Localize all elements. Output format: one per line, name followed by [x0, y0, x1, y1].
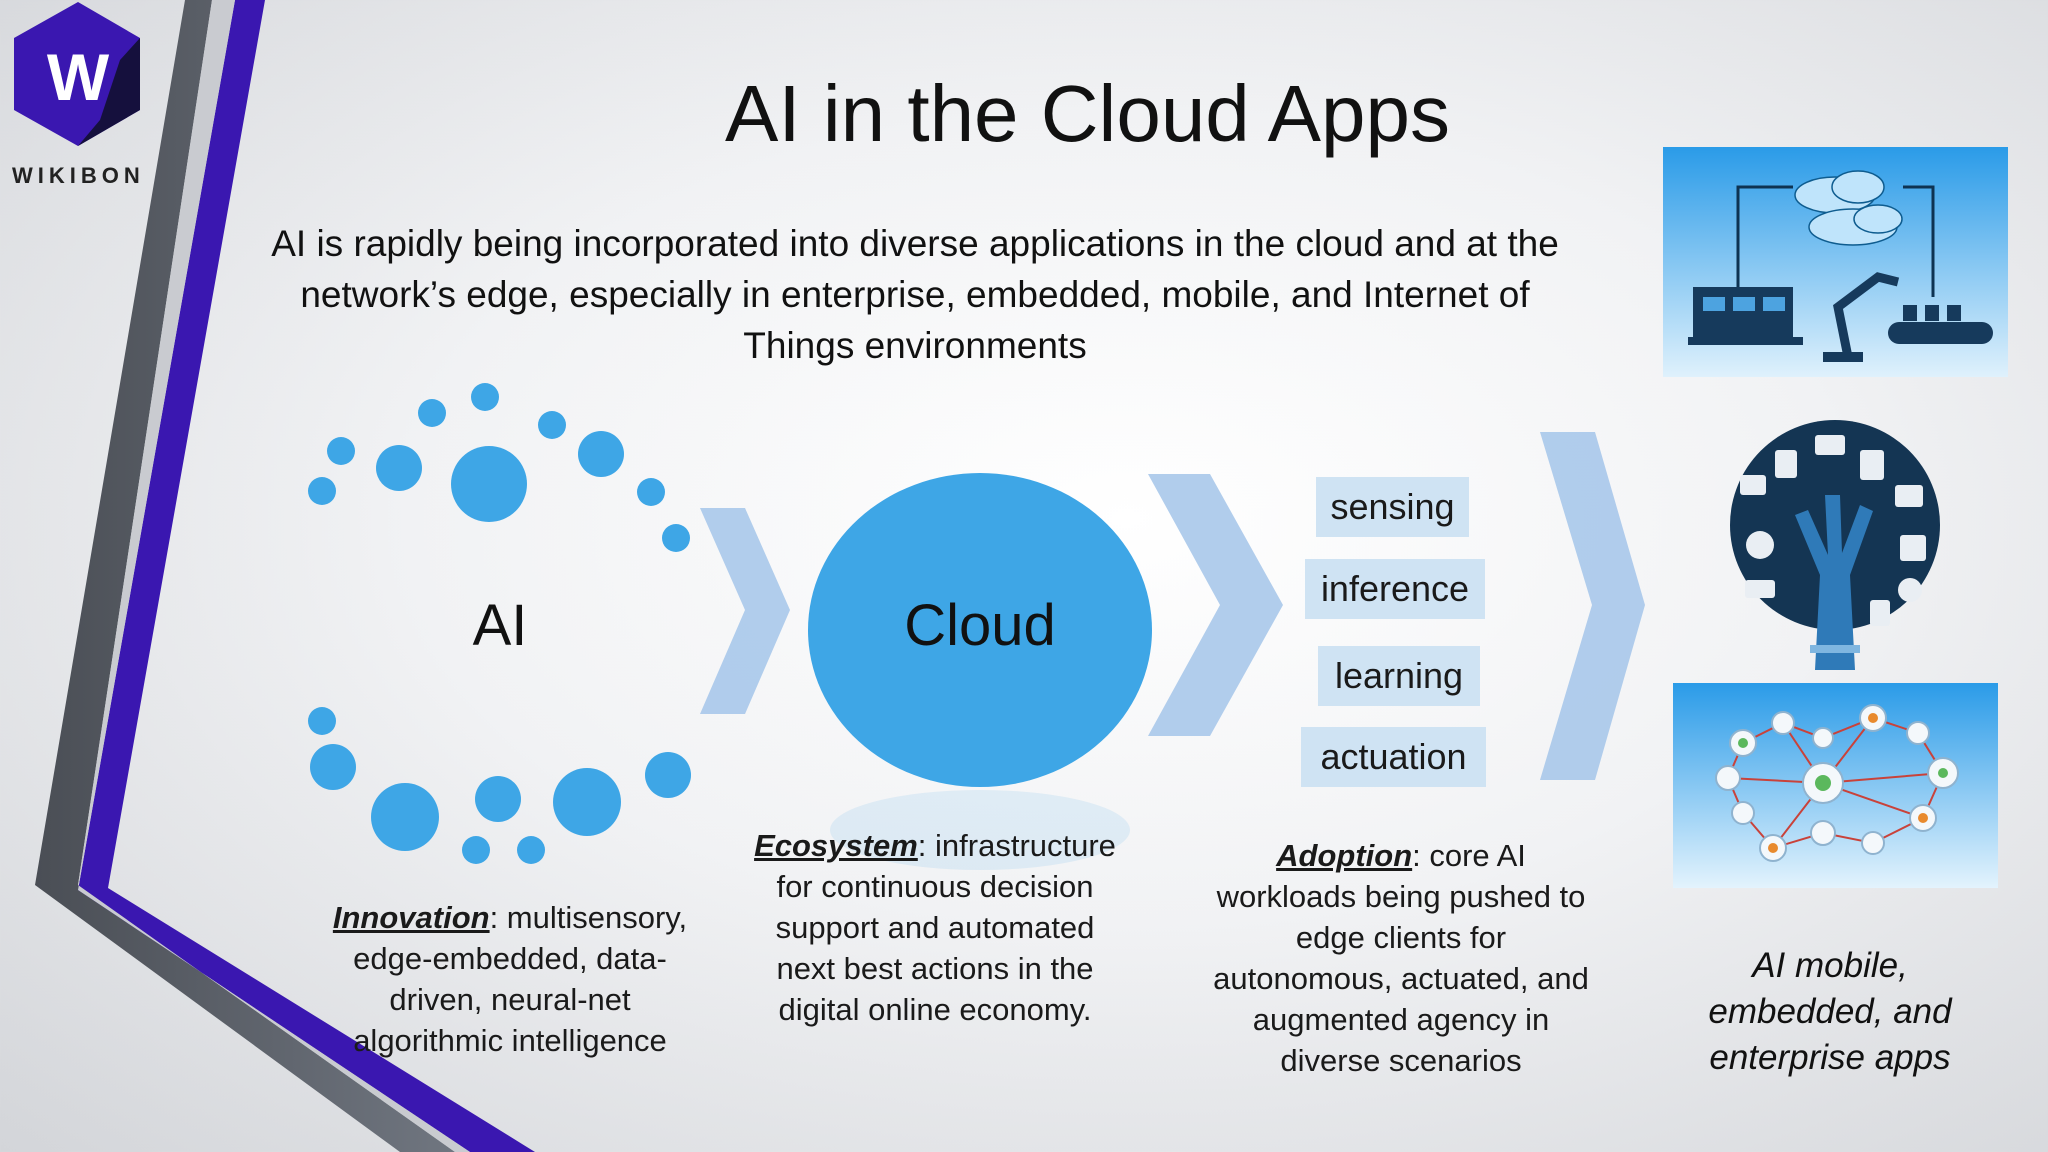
adoption-term: Adoption — [1276, 838, 1413, 873]
store-icon — [1688, 287, 1803, 345]
ai-label: AI — [472, 593, 528, 658]
hand-tree-icon — [1795, 495, 1873, 670]
cloud-label: Cloud — [904, 593, 1056, 658]
iot-factory-illustration — [1663, 147, 2008, 377]
tag-learning: learning — [1318, 646, 1480, 706]
chevron-arrow-2 — [1148, 474, 1283, 736]
gray-stripe — [35, 0, 455, 1152]
innovation-description: Innovation: multisensory, edge-embedded,… — [320, 897, 700, 1061]
wikibon-wordmark: WIKIBON — [12, 163, 145, 188]
ecosystem-text: : infrastructure for continuous decision… — [775, 828, 1116, 1027]
tag-actuation: actuation — [1301, 727, 1486, 787]
chevron-arrow-1 — [700, 508, 790, 714]
cloud-circle — [808, 473, 1152, 787]
svg-text:W: W — [47, 40, 110, 114]
cloud-icon — [1794, 170, 1903, 246]
innovation-term: Innovation — [332, 900, 490, 935]
slide-title: AI in the Cloud Apps — [725, 69, 1450, 158]
ecosystem-term: Ecosystem — [754, 828, 918, 863]
conveyor-icon — [1888, 305, 1993, 344]
apps-caption: AI mobile, embedded, and enterprise apps — [1708, 946, 1952, 1077]
tag-sensing: sensing — [1316, 477, 1469, 537]
innovation-text: : multisensory, edge-embedded, data-driv… — [353, 900, 688, 1058]
adoption-text: : core AI workloads being pushed to edge… — [1213, 838, 1589, 1078]
network-apps-illustration — [1673, 683, 1998, 888]
ecosystem-description: Ecosystem: infrastructure for continuous… — [745, 825, 1125, 1030]
ai-bubble-cluster — [308, 383, 691, 864]
chevron-arrow-3 — [1540, 432, 1645, 780]
cloud-reflection — [830, 790, 1130, 870]
connected-devices-tree-illustration — [1730, 420, 1940, 670]
purple-stripe — [78, 0, 535, 1152]
slide-subtitle: AI is rapidly being incorporated into di… — [271, 223, 1559, 366]
adoption-description: Adoption: core AI workloads being pushed… — [1210, 835, 1592, 1081]
tag-inference: inference — [1305, 559, 1485, 619]
light-stripe — [78, 0, 470, 1152]
robot-arm-icon — [1833, 272, 1900, 358]
wikibon-logo: W — [14, 2, 140, 146]
